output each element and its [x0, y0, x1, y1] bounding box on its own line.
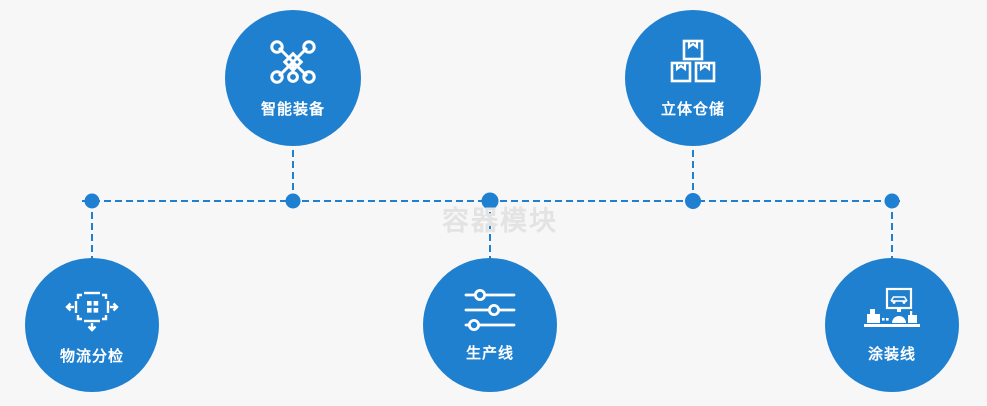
junction-painting-dot [884, 193, 900, 209]
node-production[interactable]: 生产线 [423, 258, 557, 392]
node-label-painting: 涂装线 [867, 345, 916, 363]
junction-sorting-dot [84, 193, 100, 209]
node-painting[interactable]: 涂装线 [825, 258, 959, 392]
paint-booth-icon [863, 287, 921, 333]
node-label-sorting: 物流分检 [59, 347, 124, 365]
node-label-warehouse: 立体仓储 [660, 100, 725, 118]
sliders-icon [463, 288, 517, 332]
stacked-boxes-icon [668, 38, 718, 86]
junction-production-dot [481, 192, 499, 210]
node-label-smart-equipment: 智能装备 [260, 100, 325, 118]
junction-warehouse-dot [685, 193, 701, 209]
node-warehouse[interactable]: 立体仓储 [625, 10, 761, 146]
sorting-arrows-icon [64, 285, 120, 335]
node-sorting[interactable]: 物流分检 [25, 258, 159, 392]
junction-smart-equipment-dot [285, 193, 301, 209]
network-nodes-icon [267, 38, 319, 86]
node-smart-equipment[interactable]: 智能装备 [225, 10, 361, 146]
node-label-production: 生产线 [465, 344, 514, 362]
